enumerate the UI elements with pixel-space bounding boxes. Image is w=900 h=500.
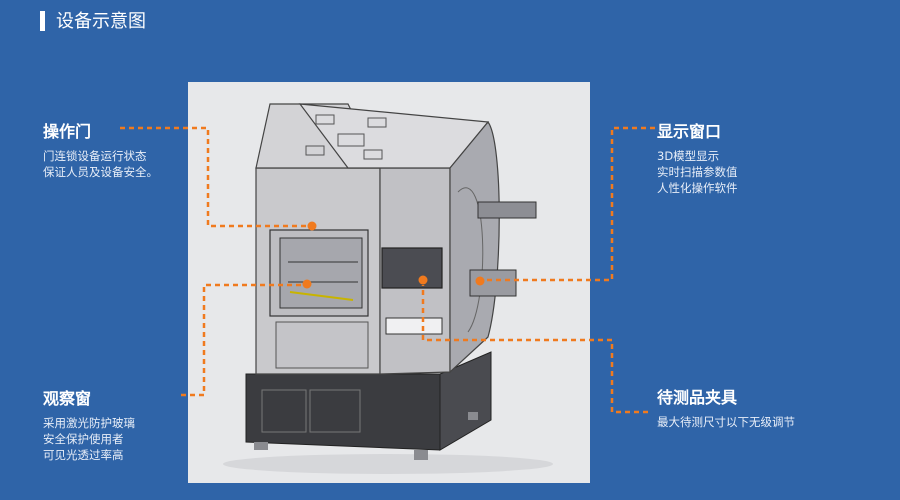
- callout-fixture-heading: 待测品夹具: [657, 388, 738, 407]
- display-screen: [381, 247, 443, 289]
- roof-hatch-4: [305, 145, 325, 156]
- callout-door-line-2: 保证人员及设备安全。: [43, 165, 158, 179]
- window-leader-line: [181, 283, 307, 397]
- callout-window-line-3: 可见光透过率高: [43, 448, 124, 462]
- callout-fixture-text: 最大待测尺寸以下无级调节: [657, 414, 795, 430]
- foot-right: [468, 412, 478, 420]
- callout-window-text: 采用激光防护玻璃 安全保护使用者 可见光透过率高: [43, 415, 135, 463]
- callout-door-heading: 操作门: [43, 122, 92, 141]
- roof-hatch-2: [337, 133, 365, 147]
- callout-door-line-1: 门连锁设备运行状态: [43, 149, 147, 163]
- foot-front: [414, 450, 428, 460]
- callout-screen-text: 3D模型显示 实时扫描参数值 人性化操作软件: [657, 148, 738, 196]
- base-drawer-right: [309, 389, 361, 433]
- foot-left: [254, 442, 268, 450]
- side-arm: [477, 201, 537, 219]
- roof-hatch-1: [315, 114, 335, 125]
- title-accent-bar: [40, 11, 45, 31]
- screen-marker-dot: [418, 275, 428, 285]
- floor-shadow: [223, 454, 553, 474]
- callout-screen-heading: 显示窗口: [657, 122, 722, 141]
- fixture-leader-line: [421, 285, 648, 414]
- roof-hatch-5: [363, 149, 383, 160]
- page-title: 设备示意图: [56, 11, 146, 32]
- callout-fixture-line-1: 最大待测尺寸以下无级调节: [657, 415, 795, 429]
- callout-test-fixture: 待测品夹具 最大待测尺寸以下无级调节: [657, 388, 795, 430]
- machine-illustration: [223, 103, 553, 474]
- callout-door-text: 门连锁设备运行状态 保证人员及设备安全。: [43, 148, 158, 180]
- screen-leader-line: [480, 126, 655, 282]
- machine-image-panel: [188, 82, 590, 483]
- door-leader-line: [120, 126, 312, 228]
- keyboard-tray: [385, 317, 443, 335]
- base-drawer-left: [261, 389, 307, 433]
- lower-left-panel: [275, 321, 369, 369]
- callout-window-line-1: 采用激光防护玻璃: [43, 416, 135, 430]
- base-cabinet-side: [439, 351, 492, 451]
- callout-screen-line-3: 人性化操作软件: [657, 181, 738, 195]
- window-part: [289, 291, 354, 301]
- callout-screen-line-2: 实时扫描参数值: [657, 165, 738, 179]
- callout-observation-window: 观察窗 采用激光防护玻璃 安全保护使用者 可见光透过率高: [43, 389, 135, 463]
- side-housing: [449, 121, 500, 374]
- callout-window-line-2: 安全保护使用者: [43, 432, 124, 446]
- side-housing-curve: [457, 187, 484, 333]
- callout-display-window: 显示窗口 3D模型显示 实时扫描参数值 人性化操作软件: [657, 122, 738, 196]
- roof-hatch-3: [367, 117, 387, 128]
- callout-screen-line-1: 3D模型显示: [657, 149, 720, 163]
- callout-operation-door: 操作门 门连锁设备运行状态 保证人员及设备安全。: [43, 122, 158, 180]
- callout-window-heading: 观察窗: [43, 389, 92, 408]
